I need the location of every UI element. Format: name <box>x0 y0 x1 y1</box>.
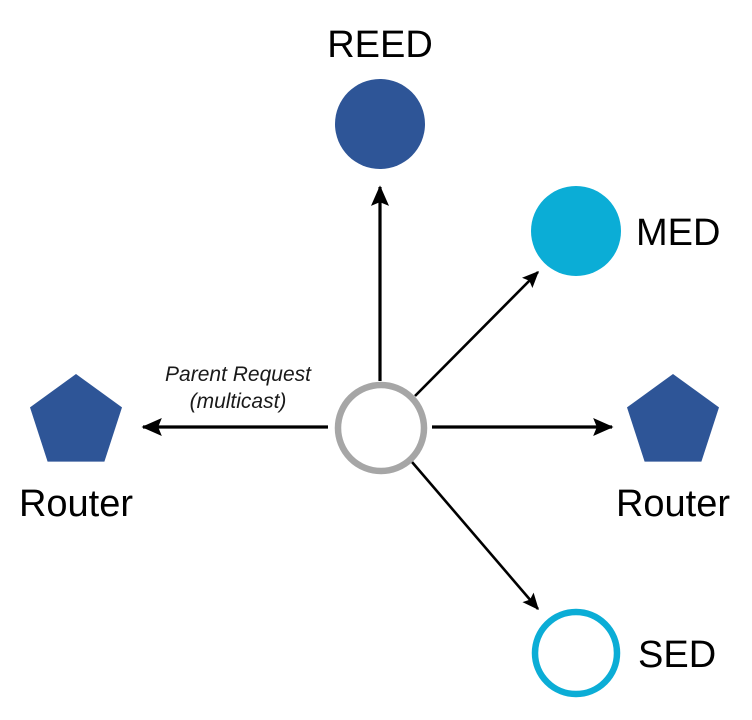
router-right-label: Router <box>616 483 730 525</box>
center-circle-icon[interactable] <box>334 381 428 475</box>
arrow-center-to-med <box>414 271 539 397</box>
reed-label: REED <box>327 24 433 66</box>
edge-label-line2: (multicast) <box>190 390 287 413</box>
node-router-right[interactable]: Router <box>616 374 730 525</box>
router-left-pentagon-icon[interactable] <box>30 374 122 462</box>
node-reed[interactable]: REED <box>327 24 433 169</box>
node-center-device[interactable] <box>334 381 428 475</box>
edges-layer <box>141 185 614 611</box>
node-med[interactable]: MED <box>531 186 720 276</box>
edge-label-line1: Parent Request <box>165 363 312 386</box>
arrow-center-to-sed <box>411 461 539 611</box>
med-circle-icon[interactable] <box>531 186 621 276</box>
router-right-pentagon-icon[interactable] <box>627 374 719 462</box>
reed-circle-icon[interactable] <box>335 79 425 169</box>
sed-circle-icon[interactable] <box>531 608 621 698</box>
sed-label: SED <box>638 634 716 676</box>
node-sed[interactable]: SED <box>531 608 716 698</box>
node-router-left[interactable]: Router <box>19 374 133 525</box>
router-left-label: Router <box>19 483 133 525</box>
med-label: MED <box>636 212 720 254</box>
edge-label-parent-request: Parent Request (multicast) <box>165 363 312 413</box>
